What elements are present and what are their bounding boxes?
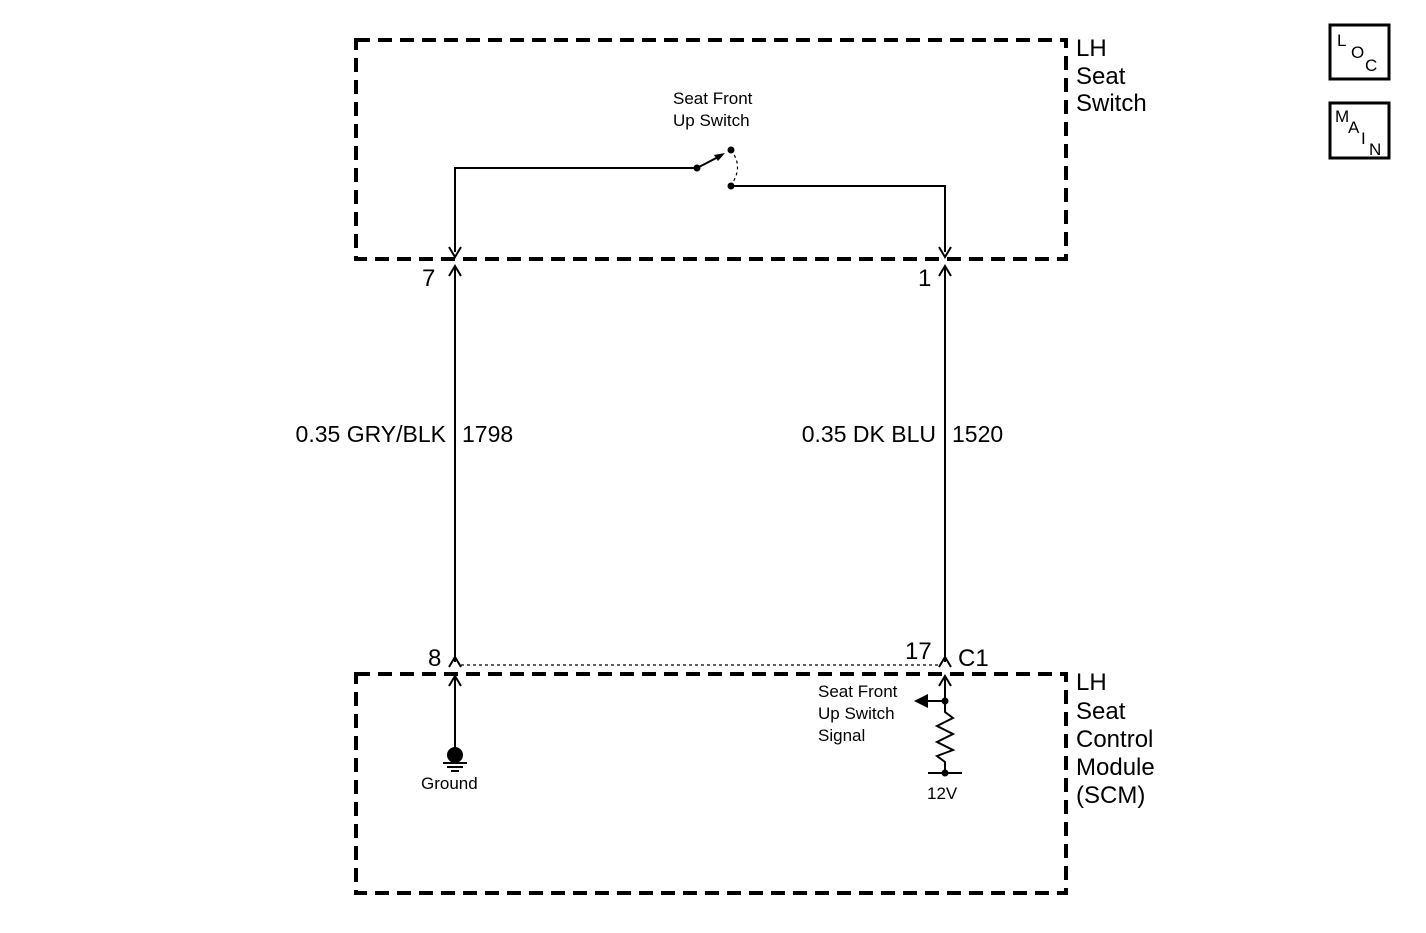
pin-17-label: 17 <box>905 638 932 665</box>
pin-8-label: 8 <box>428 645 441 672</box>
main-letter-n: N <box>1369 140 1381 159</box>
voltage-label: 12V <box>927 784 958 803</box>
main-letter-m: M <box>1335 107 1349 126</box>
wire-left-circuit: 1798 <box>462 421 513 447</box>
loc-letter-o: O <box>1351 43 1364 62</box>
scm-name-line2: Seat <box>1076 698 1126 725</box>
switch-label-line1: Seat Front <box>673 89 753 108</box>
scm-name-line3: Control <box>1076 726 1153 753</box>
seat-front-up-switch <box>454 146 946 252</box>
terminal-1-male <box>938 264 952 277</box>
signal-label-line1: Seat Front <box>818 682 898 701</box>
seat-switch-box <box>354 38 1068 261</box>
wire-right-circuit: 1520 <box>952 421 1003 447</box>
switch-label-line2: Up Switch <box>673 111 750 130</box>
seat-switch-name-line1: LH <box>1076 35 1107 62</box>
main-button[interactable]: M A I N <box>1328 101 1391 160</box>
terminal-7-female <box>448 246 462 259</box>
wire-right-label: 0.35 DK BLU <box>802 421 936 447</box>
scm-box <box>354 672 1068 895</box>
main-letter-a: A <box>1348 118 1360 137</box>
pin-1-label: 1 <box>918 265 931 292</box>
connector-c1-label: C1 <box>958 645 989 672</box>
terminal-1-female <box>938 246 952 259</box>
main-letter-i: I <box>1361 129 1366 148</box>
terminal-17-male <box>938 655 952 668</box>
signal-label-line2: Up Switch <box>818 704 895 723</box>
pin-7-label: 7 <box>422 265 435 292</box>
ground-label: Ground <box>421 774 478 793</box>
wire-left-label: 0.35 GRY/BLK <box>296 421 447 447</box>
terminal-8-male <box>448 655 462 668</box>
loc-letter-c: C <box>1365 56 1377 75</box>
pull-up-resistor-circuit <box>914 674 962 777</box>
ground-symbol <box>443 674 467 772</box>
loc-button[interactable]: L O C <box>1328 23 1391 81</box>
scm-name-line5: (SCM) <box>1076 782 1145 809</box>
scm-name-line1: LH <box>1076 669 1107 696</box>
seat-switch-name-line2: Seat <box>1076 63 1126 90</box>
scm-name-line4: Module <box>1076 754 1155 781</box>
terminal-7-male <box>448 264 462 277</box>
signal-label-line3: Signal <box>818 726 865 745</box>
loc-letter-l: L <box>1337 31 1346 50</box>
seat-switch-name-line3: Switch <box>1076 90 1147 117</box>
